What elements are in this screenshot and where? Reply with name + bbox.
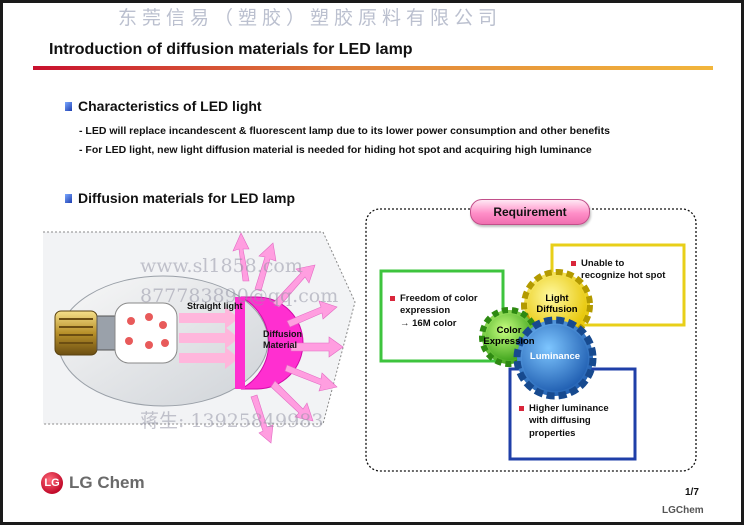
page-number: 1/7 bbox=[685, 487, 699, 498]
straight-light-label: Straight light bbox=[187, 301, 243, 311]
section-diffusion: Diffusion materials for LED lamp bbox=[65, 190, 295, 206]
section-characteristics: Characteristics of LED light bbox=[65, 98, 262, 114]
luminance-line1: Higher luminance bbox=[529, 403, 609, 414]
gear-luminance-label: Luminance bbox=[529, 350, 581, 362]
red-square-bullet-icon bbox=[571, 260, 576, 266]
bullet-line-2: - For LED light, new light diffusion mat… bbox=[79, 144, 592, 156]
gear-color-line2: Expression bbox=[483, 336, 535, 347]
section-diffusion-heading: Diffusion materials for LED lamp bbox=[78, 190, 296, 206]
straight-light-arrows bbox=[179, 307, 239, 369]
led-cluster bbox=[114, 302, 178, 364]
luminance-line2: with diffusing bbox=[529, 415, 591, 427]
freedom-color-text: Freedom of color expression → 16M color bbox=[390, 293, 500, 330]
watermark-qq: 877783890@qq.com bbox=[140, 285, 339, 307]
bulb-base bbox=[54, 310, 120, 356]
bullet-line-1: - LED will replace incandescent & fluore… bbox=[79, 125, 610, 137]
watermark-company: 东莞信易（塑胶）塑胶原料有限公司 bbox=[118, 7, 503, 29]
gear-light-line1: Light bbox=[545, 293, 569, 305]
freedom-color-line3: → 16M color bbox=[400, 317, 457, 329]
scattered-light-arrows bbox=[232, 232, 344, 444]
gear-light-line2: Diffusion bbox=[536, 304, 578, 315]
requirement-pill: Requirement bbox=[470, 199, 590, 225]
watermark-url: www.sl1858.com bbox=[140, 255, 303, 277]
title-rule bbox=[33, 66, 713, 70]
luminance-line3: properties bbox=[529, 427, 576, 439]
hot-spot-line1: Unable to bbox=[581, 258, 625, 269]
watermark-contact: 蒋生: 13925849983 bbox=[140, 410, 324, 432]
square-bullet-icon bbox=[65, 101, 72, 111]
lg-chem-logo: LG LG Chem bbox=[41, 472, 145, 494]
lg-chem-wordmark: LG Chem bbox=[69, 473, 145, 492]
red-square-bullet-icon bbox=[519, 405, 524, 411]
section-characteristics-heading: Characteristics of LED light bbox=[78, 98, 262, 114]
diagram-graphics bbox=[43, 208, 697, 472]
slide: Introduction of diffusion materials for … bbox=[3, 3, 741, 522]
freedom-color-line1: Freedom of color bbox=[400, 293, 478, 304]
slide-title: Introduction of diffusion materials for … bbox=[49, 41, 413, 58]
requirement-panel bbox=[365, 208, 697, 472]
corner-logo-text: LGChem bbox=[662, 505, 704, 516]
square-bullet-icon bbox=[65, 193, 72, 203]
luminance-text: Higher luminance with diffusing properti… bbox=[519, 403, 631, 440]
lg-logo-icon: LG bbox=[41, 472, 63, 494]
hot-spot-line2: recognize hot spot bbox=[581, 270, 666, 282]
gear-color-line1: Color bbox=[496, 325, 522, 337]
diffusion-material-bar bbox=[235, 297, 245, 389]
freedom-color-line2: expression bbox=[400, 305, 451, 317]
gear-luminance bbox=[513, 316, 597, 400]
hot-spot-text: Unable to recognize hot spot bbox=[571, 258, 681, 283]
diffusion-material-label: Diffusion Material bbox=[263, 329, 302, 350]
red-square-bullet-icon bbox=[390, 295, 395, 301]
